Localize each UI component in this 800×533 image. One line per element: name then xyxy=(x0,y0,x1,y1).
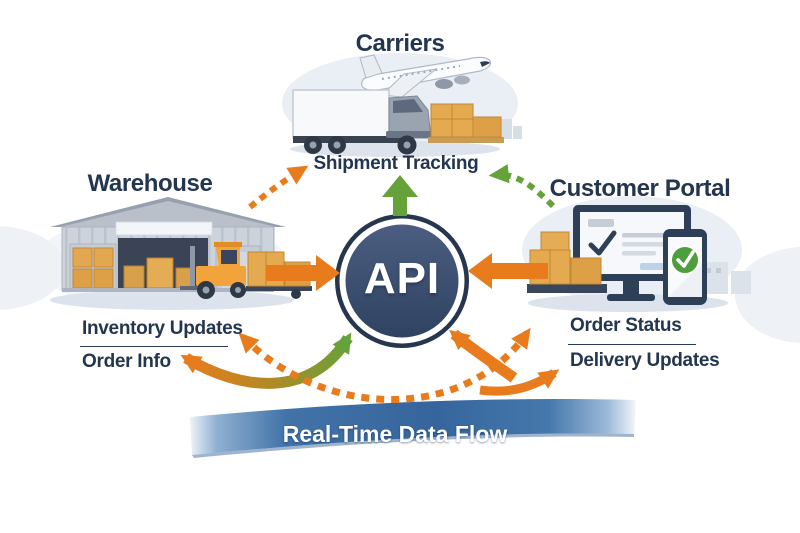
arrow-api-to-delivery-updates xyxy=(479,369,560,396)
shipment-tracking-label: Shipment Tracking xyxy=(313,153,479,174)
airplane-icon xyxy=(359,54,492,98)
check-icon xyxy=(670,245,700,275)
ribbon-banner xyxy=(190,399,636,458)
arrow-inventory-to-order-status-dashed xyxy=(238,327,531,403)
inventory-updates-label: Inventory Updates xyxy=(82,318,243,339)
portal-boxes-icon xyxy=(527,231,607,293)
arrows xyxy=(180,164,560,403)
truck-icon xyxy=(292,89,433,155)
arrow-customer-portal-to-api xyxy=(468,253,548,289)
arrow-order-info-to-api-gradient xyxy=(180,332,353,389)
arrow-warehouse-to-carriers-dashed xyxy=(248,165,309,210)
arrow-api-to-shipment-tracking xyxy=(382,175,418,216)
arrow-warehouse-to-api xyxy=(266,255,340,291)
order-status-underline xyxy=(568,344,696,345)
api-hub-label: API xyxy=(363,254,441,303)
phone-icon xyxy=(663,229,707,305)
order-status-label: Order Status xyxy=(570,315,682,336)
api-hub-circle xyxy=(335,214,469,348)
order-info-label: Order Info xyxy=(82,351,171,372)
warehouse-title: Warehouse xyxy=(87,170,213,197)
customer-portal-title: Customer Portal xyxy=(549,175,731,202)
carriers-boxes-icon xyxy=(428,103,504,143)
carriers-title: Carriers xyxy=(355,30,445,57)
banner-label: Real-Time Data Flow xyxy=(282,421,508,447)
inventory-underline xyxy=(80,346,228,347)
forklift-icon xyxy=(180,242,246,299)
delivery-updates-label: Delivery Updates xyxy=(570,350,720,371)
